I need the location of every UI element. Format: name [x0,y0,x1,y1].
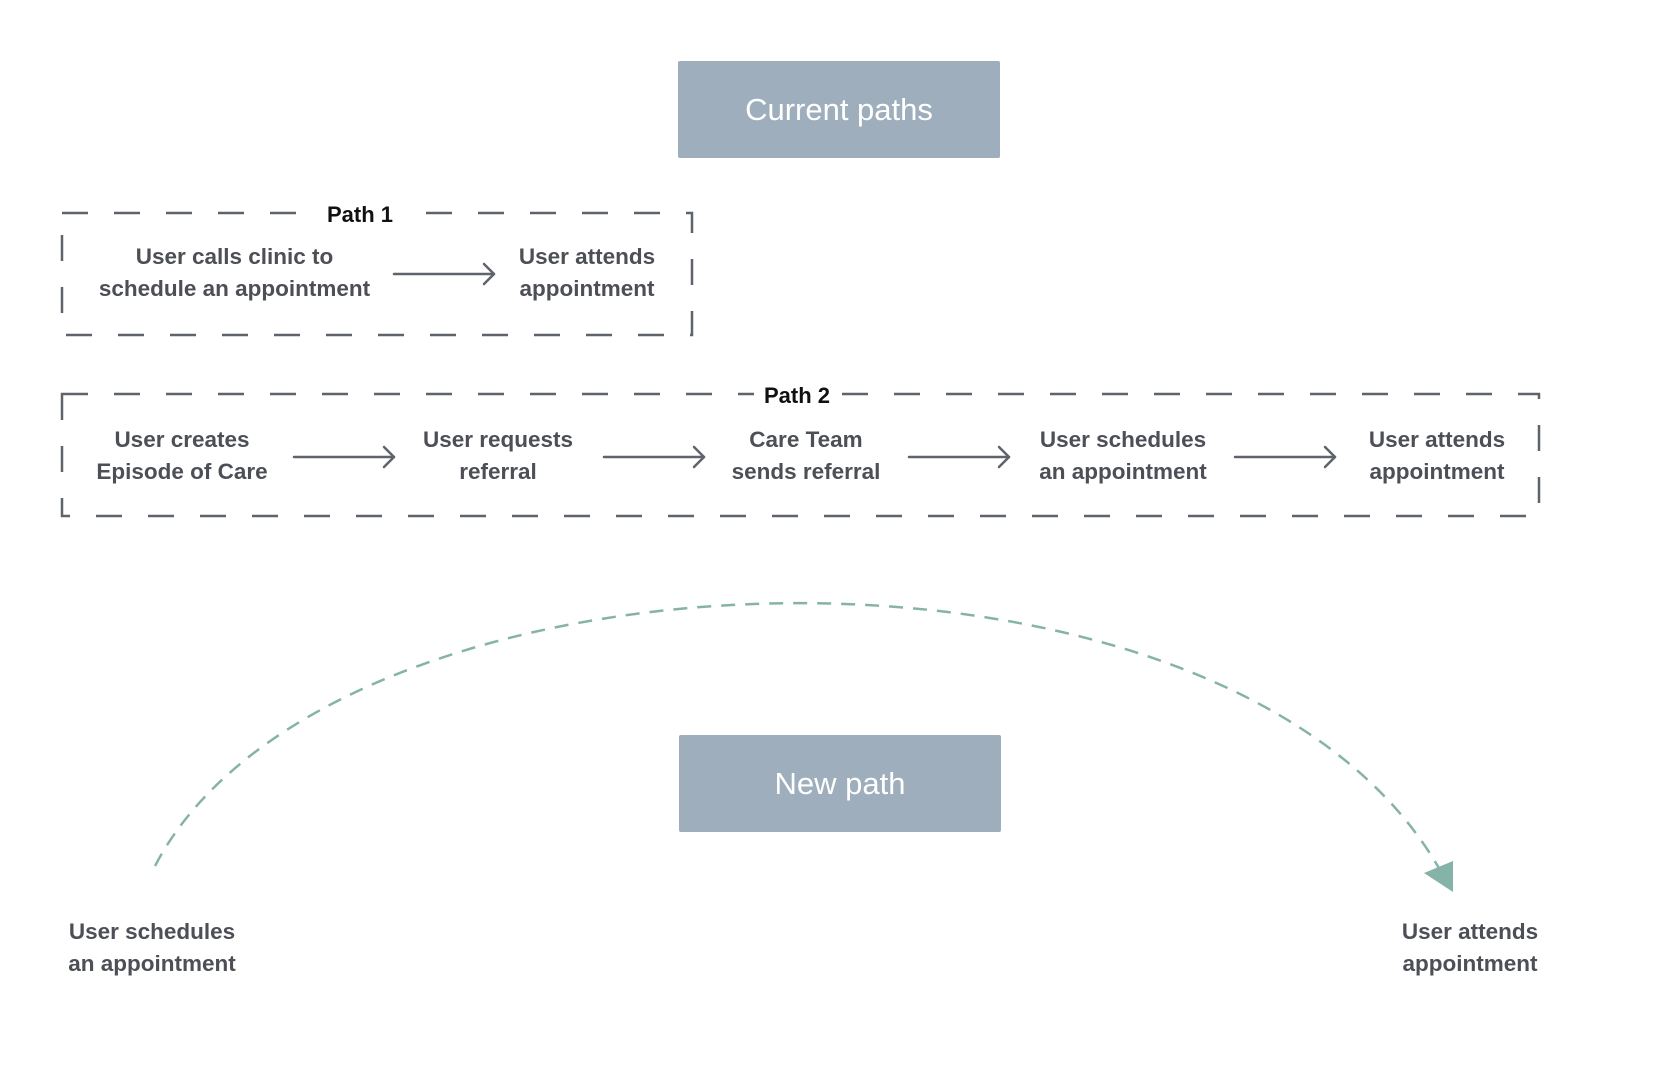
path2-step-3: Care Team sends referral [731,427,881,484]
new-path-curve [153,602,1442,871]
new-path-heading: New path [679,735,1001,832]
path2-step-2: User requests referral [422,427,574,484]
path2-step-4: User schedules an appointment [1039,427,1207,484]
path1-arrow-1 [392,262,496,286]
path2-arrow-1 [292,445,396,469]
path2-title: Path 2 [754,383,841,409]
path2-arrow-4 [1233,445,1337,469]
new-path-arrowhead [1424,861,1453,892]
path1-step-2: User attends appointment [518,244,656,301]
current-paths-heading: Current paths [678,61,1000,158]
path1-step-1: User calls clinic to schedule an appoint… [98,244,371,301]
new-path-start: User schedules an appointment [68,919,236,976]
path2-step-5: User attends appointment [1368,427,1506,484]
path1-title: Path 1 [317,202,404,228]
path2-arrow-3 [907,445,1011,469]
path2-arrow-2 [602,445,706,469]
new-path-end: User attends appointment [1401,919,1539,976]
path2-step-1: User creates Episode of Care [96,427,268,484]
